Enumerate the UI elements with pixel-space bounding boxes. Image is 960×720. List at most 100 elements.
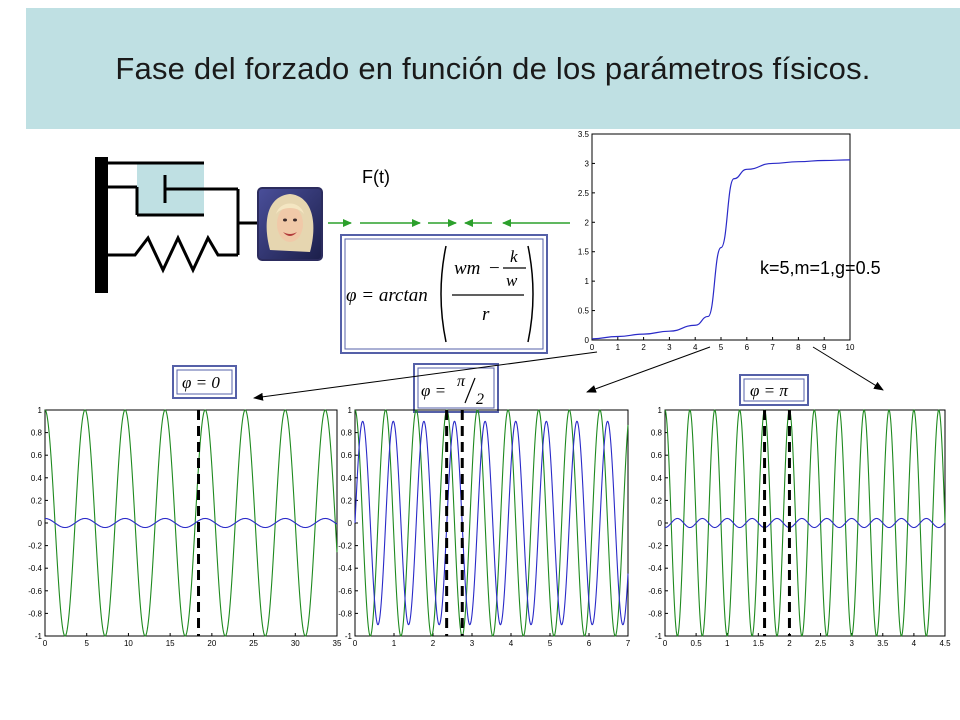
formula-right-paren (527, 245, 534, 343)
y-tick-label: 2.5 (578, 189, 590, 198)
phase-half-pi-box: φ = π 2 (413, 363, 499, 413)
formula-lhs: φ = arctan (346, 285, 428, 306)
y-tick-label: 3 (585, 159, 590, 168)
y-tick-label: 1 (658, 406, 663, 415)
x-tick-label: 2 (787, 639, 792, 648)
x-tick-label: 1 (616, 343, 621, 352)
y-tick-label: -0.6 (28, 587, 42, 596)
y-tick-label: 0 (348, 519, 353, 528)
x-tick-label: 4 (912, 639, 917, 648)
mechanical-system (95, 157, 258, 293)
x-tick-label: 3 (849, 639, 854, 648)
x-tick-label: 20 (207, 639, 216, 648)
y-tick-label: -0.8 (338, 609, 352, 618)
series-line-1 (354, 420, 629, 626)
x-tick-label: 2.5 (815, 639, 827, 648)
x-tick-label: 5 (84, 639, 89, 648)
y-tick-label: -0.6 (648, 587, 662, 596)
y-tick-label: 0.2 (341, 496, 353, 505)
y-tick-label: 0.6 (651, 451, 663, 460)
y-tick-label: 0 (658, 519, 663, 528)
y-tick-label: -0.6 (338, 587, 352, 596)
phase-half-pi-slash (464, 377, 476, 404)
x-tick-label: 6 (745, 343, 750, 352)
x-tick-label: 1.5 (753, 639, 765, 648)
x-tick-label: 2 (431, 639, 436, 648)
phase-formula-box: φ = arctan wm − k w r (340, 234, 548, 354)
plot-frame (354, 409, 629, 637)
series-line-0 (44, 409, 338, 637)
y-tick-label: 0.6 (31, 451, 43, 460)
x-tick-label: 5 (719, 343, 724, 352)
x-tick-label: 10 (846, 343, 855, 352)
x-tick-label: 1 (725, 639, 730, 648)
y-tick-label: 0.8 (341, 429, 353, 438)
spring (108, 234, 238, 274)
y-tick-label: -1 (35, 632, 43, 641)
y-tick-label: 0 (585, 336, 590, 345)
y-tick-label: 1.5 (578, 248, 590, 257)
y-tick-label: -0.2 (338, 542, 352, 551)
y-tick-label: 0.4 (651, 474, 663, 483)
series-line-0 (664, 409, 946, 637)
x-tick-label: 7 (626, 639, 631, 648)
title-bar: Fase del forzado en función de los parám… (26, 8, 960, 129)
formula-w: w (506, 271, 518, 290)
force-label: F(t) (362, 167, 390, 187)
y-tick-label: 2 (585, 218, 590, 227)
plot-frame (591, 133, 851, 341)
formula-k: k (510, 247, 518, 266)
x-tick-label: 25 (249, 639, 258, 648)
y-tick-label: -0.2 (28, 542, 42, 551)
x-tick-label: 8 (796, 343, 801, 352)
series-line-1 (44, 517, 338, 529)
x-tick-label: 9 (822, 343, 827, 352)
x-tick-label: 4.5 (939, 639, 951, 648)
x-tick-label: 30 (291, 639, 300, 648)
x-tick-label: 0 (353, 639, 358, 648)
face-photo-icon (257, 187, 323, 261)
series-line-1 (664, 517, 946, 529)
x-tick-label: 0 (663, 639, 668, 648)
x-tick-label: 35 (333, 639, 342, 648)
x-tick-label: 2 (641, 343, 646, 352)
x-tick-label: 0 (43, 639, 48, 648)
x-tick-label: 1 (392, 639, 397, 648)
y-tick-label: 1 (38, 406, 43, 415)
x-tick-label: 7 (770, 343, 775, 352)
y-tick-label: -0.8 (28, 609, 42, 618)
y-tick-label: 0.4 (31, 474, 43, 483)
plot-frame (44, 409, 338, 637)
phase-zero-text: φ = 0 (182, 373, 220, 392)
x-tick-label: 10 (124, 639, 133, 648)
x-tick-label: 3 (470, 639, 475, 648)
y-tick-label: -0.4 (28, 564, 42, 573)
phase-half-pi-den: 2 (476, 391, 484, 408)
y-tick-label: 3.5 (578, 130, 590, 139)
y-tick-label: 0.5 (578, 307, 590, 316)
y-tick-label: -0.4 (338, 564, 352, 573)
formula-left-paren (440, 245, 447, 343)
y-tick-label: 1 (585, 277, 590, 286)
phase-half-pi-lhs: φ = (421, 381, 446, 400)
phase-half-pi-num: π (457, 373, 466, 390)
page-title: Fase del forzado en función de los parám… (115, 51, 871, 86)
y-tick-label: 0.8 (31, 429, 43, 438)
formula-num-minus: − (489, 258, 500, 279)
connecting-arrows (253, 346, 884, 401)
formula-num-a: wm (454, 258, 480, 279)
x-tick-label: 4 (509, 639, 514, 648)
phase-pi-text: φ = π (750, 381, 788, 400)
series-line-0 (591, 159, 851, 340)
x-tick-label: 4 (693, 343, 698, 352)
y-tick-label: 0.6 (341, 451, 353, 460)
x-tick-label: 5 (548, 639, 553, 648)
x-tick-label: 0.5 (691, 639, 703, 648)
y-tick-label: 1 (348, 406, 353, 415)
y-tick-label: 0.2 (651, 496, 663, 505)
y-tick-label: 0 (38, 519, 43, 528)
